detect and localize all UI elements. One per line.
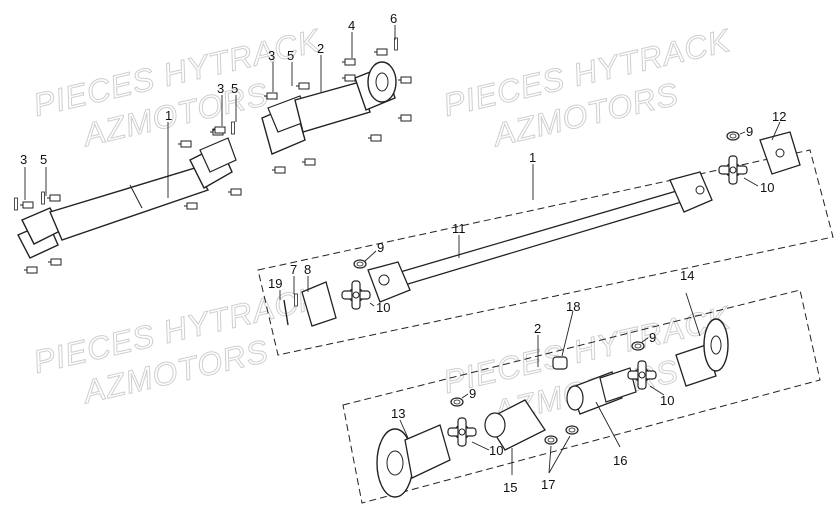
callout-15: 15: [503, 480, 517, 495]
callout-9-c: 9: [649, 330, 656, 345]
callout-17: 17: [541, 477, 555, 492]
panel-shaft-1: [257, 131, 834, 356]
callout-18: 18: [566, 299, 580, 314]
callout-2-top: 2: [317, 41, 324, 56]
callout-19: 19: [268, 276, 282, 291]
shaft-1-assembly: [14, 121, 242, 274]
callout-3-top: 3: [268, 48, 275, 63]
callout-4: 4: [348, 18, 355, 33]
callout-6: 6: [390, 11, 397, 26]
callout-1-top: 1: [165, 108, 172, 123]
callout-10-a: 10: [376, 300, 390, 315]
shaft-2-assembly: [261, 37, 412, 174]
callout-13: 13: [391, 406, 405, 421]
panel-shaft-2: [342, 289, 821, 504]
callout-7: 7: [290, 262, 297, 277]
callout-12: 12: [772, 109, 786, 124]
callout-3-left: 3: [20, 152, 27, 167]
callout-10-c: 10: [660, 393, 674, 408]
callout-14: 14: [680, 268, 694, 283]
callout-10-b: 10: [760, 180, 774, 195]
callout-3-mid: 3: [217, 81, 224, 96]
callout-11: 11: [452, 221, 466, 236]
callout-5-top: 5: [287, 48, 294, 63]
leader-lines: [24, 25, 781, 475]
callout-9-a: 9: [377, 240, 384, 255]
callout-labels: 1 3 5 3 5 3 5 2 4 6 1 11 8 7 19 9 10 9 1…: [20, 11, 786, 495]
callout-9-d: 9: [469, 386, 476, 401]
callout-5-mid: 5: [231, 81, 238, 96]
callout-8: 8: [304, 262, 311, 277]
callout-2-panel: 2: [534, 321, 541, 336]
callout-1-panel: 1: [529, 150, 536, 165]
callout-16: 16: [613, 453, 627, 468]
callout-5-left: 5: [40, 152, 47, 167]
callout-9-b: 9: [746, 124, 753, 139]
callout-10-d: 10: [489, 443, 503, 458]
